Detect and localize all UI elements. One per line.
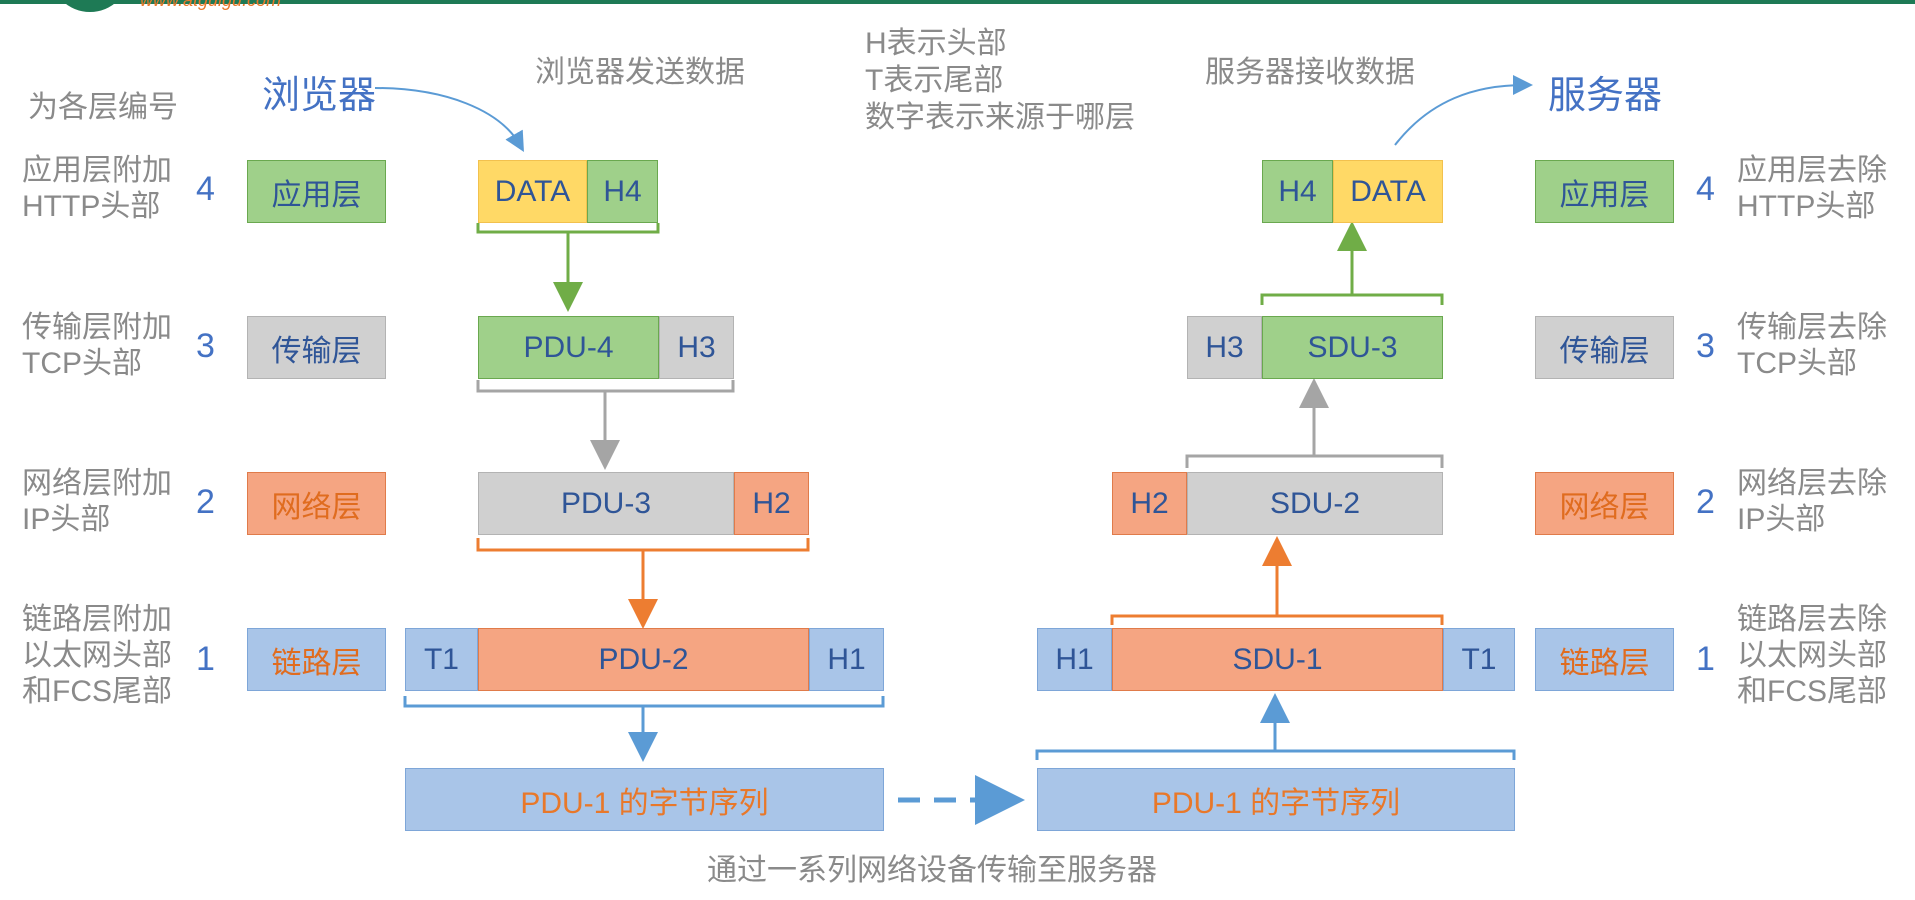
recv-h4-block: H4 bbox=[1262, 160, 1333, 223]
step-line: 以太网头部 bbox=[22, 639, 172, 672]
layer-link-right: 链路层 bbox=[1535, 628, 1674, 691]
layer-number: 2 bbox=[196, 483, 215, 521]
step-line: 和FCS尾部 bbox=[22, 675, 172, 708]
step-line: 链路层附加 bbox=[22, 603, 172, 636]
left-step-trans: 传输层附加 TCP头部 bbox=[22, 310, 172, 382]
step-line: IP头部 bbox=[22, 503, 111, 536]
step-line: 应用层去除 bbox=[1737, 154, 1887, 187]
bracket-send-net bbox=[476, 538, 810, 552]
recv-sdu2-block: SDU-2 bbox=[1187, 472, 1443, 535]
step-line: 和FCS尾部 bbox=[1737, 675, 1887, 708]
bracket-recv-sdu2 bbox=[1185, 454, 1444, 468]
layer-app-right: 应用层 bbox=[1535, 160, 1674, 223]
send-h4-block: H4 bbox=[587, 160, 658, 223]
step-line: 网络层附加 bbox=[22, 467, 172, 500]
logo-text: www.atguigu.com bbox=[140, 0, 282, 10]
browser-arrow bbox=[374, 87, 524, 152]
recv-data-block: DATA bbox=[1333, 160, 1443, 223]
step-line: IP头部 bbox=[1737, 503, 1826, 536]
step-line: HTTP头部 bbox=[1737, 190, 1876, 223]
bracket-recv-sdu3 bbox=[1260, 293, 1444, 305]
recv-sdu1-block: SDU-1 bbox=[1112, 628, 1443, 691]
layer-trans-right: 传输层 bbox=[1535, 316, 1674, 379]
send-pdu4-block: PDU-4 bbox=[478, 316, 659, 379]
bracket-send-app bbox=[476, 223, 660, 234]
layer-trans-left: 传输层 bbox=[247, 316, 386, 379]
layer-number: 1 bbox=[1696, 640, 1715, 678]
recv-sdu3-block: SDU-3 bbox=[1262, 316, 1443, 379]
left-step-link: 链路层附加 以太网头部 和FCS尾部 bbox=[22, 602, 172, 710]
layer-number: 1 bbox=[196, 640, 215, 678]
bracket-send-link bbox=[403, 696, 885, 708]
number-layers-caption: 为各层编号 bbox=[28, 91, 178, 124]
browser-send-caption: 浏览器发送数据 bbox=[535, 56, 745, 89]
legend-num: 数字表示来源于哪层 bbox=[865, 101, 1135, 134]
step-line: 链路层去除 bbox=[1737, 603, 1887, 636]
layer-net-right: 网络层 bbox=[1535, 472, 1674, 535]
step-line: 应用层附加 bbox=[22, 154, 172, 187]
bracket-send-trans bbox=[476, 380, 735, 393]
step-line: TCP头部 bbox=[1737, 347, 1857, 380]
send-bytes-block: PDU-1 的字节序列 bbox=[405, 768, 884, 831]
server-receive-caption: 服务器接收数据 bbox=[1205, 56, 1415, 89]
layer-net-left: 网络层 bbox=[247, 472, 386, 535]
step-line: 以太网头部 bbox=[1737, 639, 1887, 672]
recv-bytes-block: PDU-1 的字节序列 bbox=[1037, 768, 1515, 831]
step-line: 传输层去除 bbox=[1737, 311, 1887, 344]
right-step-net: 网络层去除 IP头部 bbox=[1737, 466, 1887, 538]
recv-h1-block: H1 bbox=[1037, 628, 1112, 691]
left-step-net: 网络层附加 IP头部 bbox=[22, 466, 172, 538]
right-step-trans: 传输层去除 TCP头部 bbox=[1737, 310, 1887, 382]
step-line: 网络层去除 bbox=[1737, 467, 1887, 500]
send-pdu3-block: PDU-3 bbox=[478, 472, 734, 535]
legend-t: T表示尾部 bbox=[865, 64, 1004, 97]
left-step-app: 应用层附加 HTTP头部 bbox=[22, 153, 172, 225]
bracket-recv-link bbox=[1035, 749, 1516, 760]
layer-number: 2 bbox=[1696, 483, 1715, 521]
layer-number: 3 bbox=[196, 327, 215, 365]
browser-label: 浏览器 bbox=[262, 75, 377, 117]
send-h2-block: H2 bbox=[734, 472, 809, 535]
recv-h2-block: H2 bbox=[1112, 472, 1187, 535]
send-h3-block: H3 bbox=[659, 316, 734, 379]
send-pdu2-block: PDU-2 bbox=[478, 628, 809, 691]
layer-number: 4 bbox=[1696, 170, 1715, 208]
right-step-link: 链路层去除 以太网头部 和FCS尾部 bbox=[1737, 602, 1887, 710]
step-line: TCP头部 bbox=[22, 347, 142, 380]
recv-h3-block: H3 bbox=[1187, 316, 1262, 379]
send-h1-block: H1 bbox=[809, 628, 884, 691]
server-label: 服务器 bbox=[1548, 75, 1663, 117]
layer-number: 4 bbox=[196, 170, 215, 208]
send-data-block: DATA bbox=[478, 160, 587, 223]
step-line: HTTP头部 bbox=[22, 190, 161, 223]
layer-app-left: 应用层 bbox=[247, 160, 386, 223]
top-brand-bar bbox=[0, 0, 1915, 4]
layer-number: 3 bbox=[1696, 327, 1715, 365]
right-step-app: 应用层去除 HTTP头部 bbox=[1737, 153, 1887, 225]
send-t1-block: T1 bbox=[405, 628, 478, 691]
legend-h: H表示头部 bbox=[865, 27, 1007, 60]
server-arrow bbox=[1394, 75, 1533, 146]
step-line: 传输层附加 bbox=[22, 311, 172, 344]
bottom-caption: 通过一系列网络设备传输至服务器 bbox=[707, 854, 1157, 887]
layer-link-left: 链路层 bbox=[247, 628, 386, 691]
bracket-recv-sdu1 bbox=[1110, 614, 1444, 625]
recv-t1-block: T1 bbox=[1443, 628, 1515, 691]
